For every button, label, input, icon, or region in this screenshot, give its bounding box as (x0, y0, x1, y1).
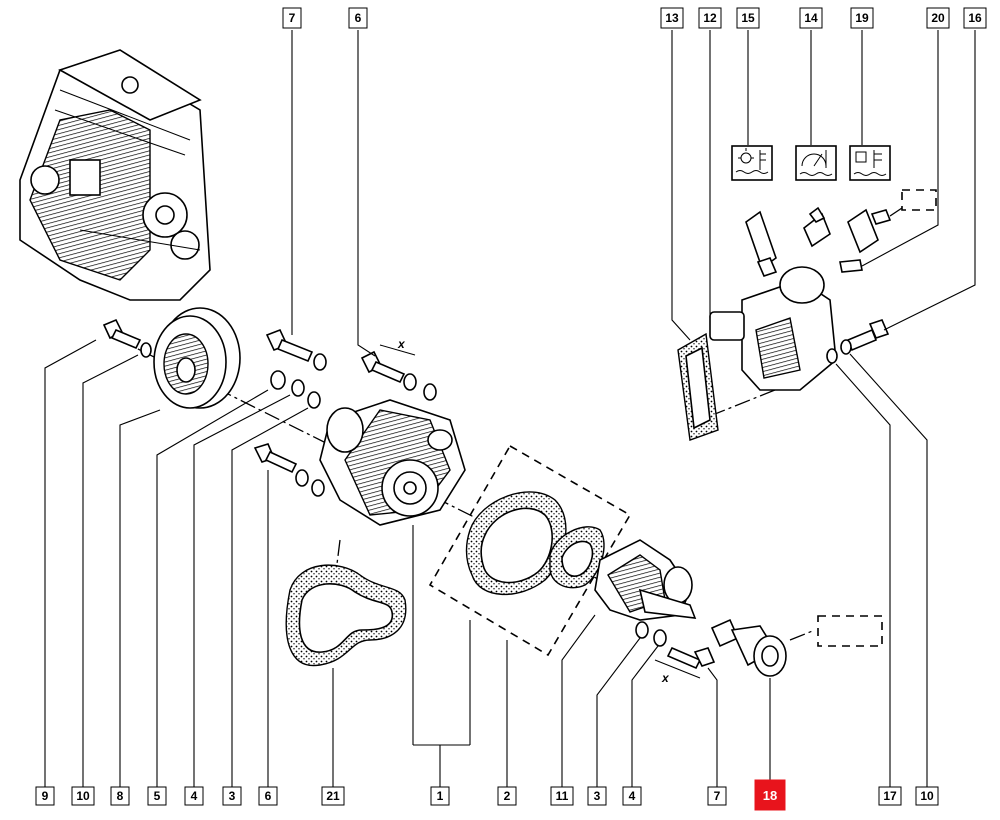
bolt-7-right: x (654, 646, 716, 685)
callout-16: 16 (963, 7, 987, 29)
fitting-axis (789, 629, 816, 641)
outlet-housing (709, 266, 837, 391)
washer-10 (140, 342, 152, 358)
callout-3: 3 (222, 786, 242, 806)
clip-20 (839, 259, 863, 273)
callout-1: 1 (430, 786, 450, 806)
bolt-9 (102, 318, 142, 350)
callout-18-highlighted: 18 (754, 779, 786, 811)
dimension-mark-x-2: x (661, 671, 670, 685)
washers-left (270, 370, 321, 409)
callout-4-right: 4 (622, 786, 642, 806)
callout-label: 12 (703, 11, 717, 25)
callout-label: 6 (265, 789, 272, 803)
callout-label: 17 (883, 789, 897, 803)
callout-label: 11 (556, 789, 569, 803)
callout-7-top: 7 (282, 7, 302, 29)
callout-11: 11 (550, 786, 574, 806)
callout-label: 16 (968, 11, 982, 25)
pulley (153, 307, 241, 409)
bolt-6-bottom (253, 443, 325, 497)
gasket-2-large (465, 491, 567, 596)
bolt-7 (265, 328, 327, 371)
washer-10-right (840, 339, 852, 355)
leader-lines (44, 30, 976, 787)
callout-14: 14 (799, 7, 823, 29)
callout-label: 5 (154, 789, 161, 803)
bolt-6-top: x (360, 337, 437, 401)
bolt-16 (846, 319, 890, 352)
callout-8: 8 (110, 786, 130, 806)
callout-10: 10 (71, 786, 95, 806)
temperature-sender-15 (745, 210, 778, 277)
callout-label: 21 (326, 789, 340, 803)
coolant-sensor-14 (803, 206, 831, 248)
callout-13: 13 (660, 7, 684, 29)
callout-label: 14 (804, 11, 818, 25)
gasket-13 (677, 332, 719, 441)
sensor-axis (889, 207, 903, 217)
callout-label: 8 (117, 789, 124, 803)
callout-label: 18 (763, 788, 777, 803)
callout-label: 3 (229, 789, 236, 803)
callout-3-right: 3 (587, 786, 607, 806)
callout-21: 21 (321, 786, 345, 806)
callout-5: 5 (147, 786, 167, 806)
thermostat-housing-11 (594, 539, 697, 621)
callout-6: 6 (258, 786, 278, 806)
callout-label: 3 (594, 789, 601, 803)
sensor-dashed-box (901, 189, 937, 211)
callout-label: 2 (504, 789, 511, 803)
callout-9: 9 (35, 786, 55, 806)
callout-label: 15 (741, 11, 755, 25)
washer-3-right (635, 621, 649, 639)
callout-2: 2 (497, 786, 517, 806)
callout-label: 20 (931, 11, 945, 25)
callout-7-right: 7 (707, 786, 727, 806)
callout-19: 19 (850, 7, 874, 29)
callout-label: 13 (665, 11, 679, 25)
callout-label: 6 (355, 11, 362, 25)
callout-12: 12 (698, 7, 722, 29)
callout-15: 15 (736, 7, 760, 29)
coolant-thermometer-icon (849, 145, 891, 181)
fitting-dashed-box (817, 615, 883, 647)
callout-label: 10 (920, 789, 934, 803)
callout-10-right: 10 (915, 786, 939, 806)
callout-label: 9 (42, 789, 49, 803)
callout-label: 4 (191, 789, 198, 803)
washer-4-right (653, 629, 667, 647)
temperature-switch-19 (847, 208, 892, 254)
temperature-sun-icon (731, 145, 773, 181)
washer-17 (826, 348, 838, 364)
callout-4: 4 (184, 786, 204, 806)
gasket-kit-box (428, 444, 632, 657)
callout-label: 1 (437, 789, 444, 803)
callout-6-top: 6 (348, 7, 368, 29)
callout-label: 10 (76, 789, 90, 803)
engine-block-illustration (19, 49, 211, 301)
callout-label: 7 (714, 789, 721, 803)
fitting-18 (710, 618, 787, 677)
callout-label: 19 (855, 11, 869, 25)
coolant-gauge-icon (795, 145, 837, 181)
gasket-2-small (549, 526, 605, 589)
water-pump (319, 399, 466, 526)
dimension-mark-x: x (397, 337, 406, 351)
callout-label: 4 (629, 789, 636, 803)
callout-label: 7 (289, 11, 296, 25)
callout-20: 20 (926, 7, 950, 29)
gasket-21 (285, 564, 407, 667)
callout-17: 17 (878, 786, 902, 806)
